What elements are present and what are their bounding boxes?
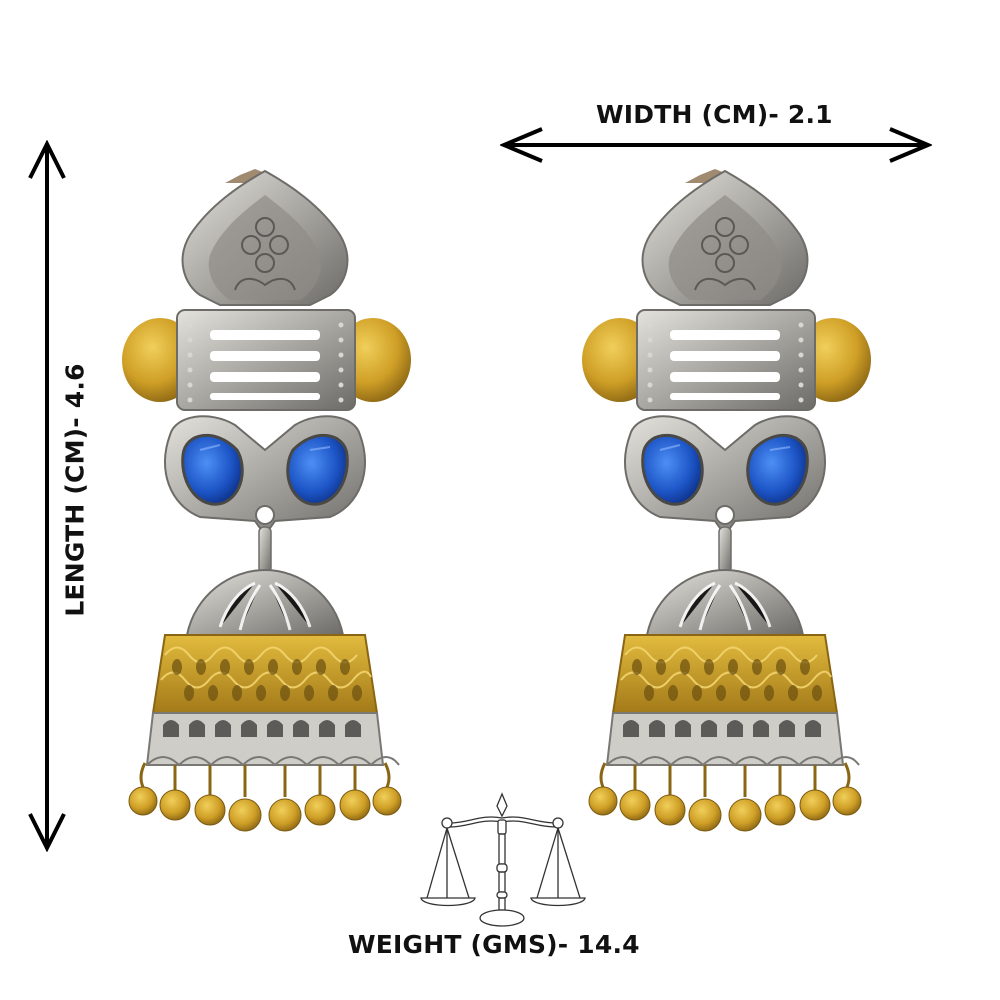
width-label: WIDTH (CM)- 2.1	[596, 100, 833, 129]
balance-scale-icon	[420, 792, 586, 927]
weight-label: WEIGHT (GMS)- 14.4	[348, 930, 640, 959]
length-label: LENGTH (CM)- 4.6	[60, 363, 90, 617]
width-arrow-icon	[500, 127, 932, 163]
left-earring-image	[122, 169, 411, 832]
right-earring-image	[582, 169, 871, 832]
length-arrow-icon	[28, 140, 66, 852]
